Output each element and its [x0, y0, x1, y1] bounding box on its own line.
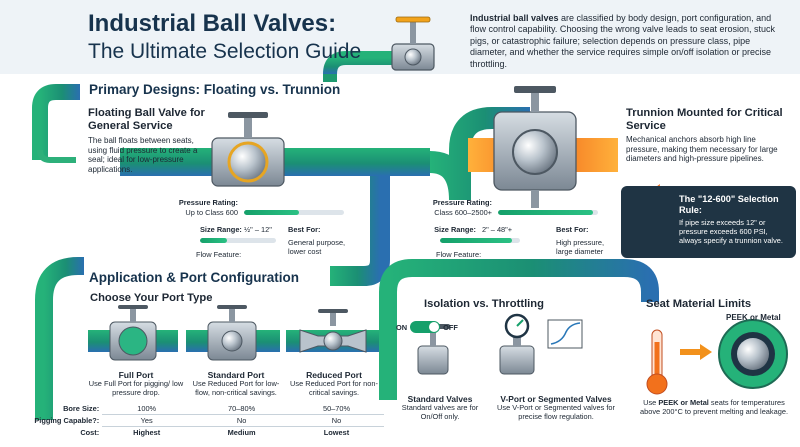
callout-title: The "12-600" Selection Rule: [679, 194, 779, 215]
floating-pressure-fill [244, 210, 299, 215]
table-divider [102, 414, 384, 415]
floating-description: The ball floats between seats, using flu… [88, 136, 198, 174]
reduced-port-name: Reduced Port [306, 370, 362, 380]
isolation-section-title: Isolation vs. Throttling [424, 298, 544, 310]
bore-size-label: Bore Size: [63, 404, 100, 413]
full-port-block: Full Port Use Full Port for pigging/ low… [86, 370, 186, 397]
table-divider [102, 426, 384, 427]
floating-best-label: Best For: [288, 225, 321, 234]
seat-desc-prefix: Use [643, 398, 659, 407]
trunnion-size-row: Size Range: 2" – 48"+ [434, 225, 526, 234]
floating-size-label: Size Range: [200, 225, 242, 234]
table-row: Pigging Capable?: Yes No No [30, 415, 384, 426]
table-row: Cost: Highest Medium Lowest [30, 427, 384, 438]
standard-valves-desc: Standard valves are for On/Off only. [401, 403, 479, 421]
reduced-port-block: Reduced Port Use Reduced Port for non-cr… [284, 370, 384, 397]
seat-desc: Use PEEK or Metal seats for temperatures… [634, 398, 794, 417]
trunnion-pressure-fill [498, 210, 593, 215]
floating-pressure-label: Pressure Rating: [178, 198, 238, 207]
standard-port-icon [186, 305, 280, 361]
trunnion-pressure-value: Class 600–2500+ [434, 208, 492, 217]
reduced-port-icon [286, 309, 380, 353]
peek-label: PEEK or Metal [726, 313, 781, 322]
callout-text: If pipe size exceeds 12" or pressure exc… [679, 218, 783, 245]
standard-port-name: Standard Port [207, 370, 265, 380]
reduced-port-desc: Use Reduced Port for non-critical saving… [290, 379, 378, 397]
vport-desc: Use V-Port or Segmented valves for preci… [497, 403, 615, 421]
vport-title: V-Port or Segmented Valves [500, 394, 612, 404]
seat-desc-bold: PEEK or Metal [658, 398, 709, 407]
primary-section-title: Primary Designs: Floating vs. Trunnion [86, 82, 344, 97]
vport-valve-icon [499, 313, 535, 375]
toggle-switch [410, 321, 441, 333]
thermometer-icon [646, 329, 668, 395]
trunnion-pressure-label: Pressure Rating: [432, 198, 492, 207]
toggle-on-label: ON [396, 322, 408, 332]
full-port-desc: Use Full Port for pigging/ low pressure … [88, 379, 184, 397]
floating-size-row: Size Range: ½" – 12" [200, 225, 284, 234]
trunnion-size-bar [440, 238, 520, 243]
trunnion-size-value: 2" – 48"+ [482, 225, 513, 234]
reduced-cost: Lowest [323, 428, 350, 437]
floating-specs: Pressure Rating: Up to Class 600 [158, 198, 348, 217]
floating-title: Floating Ball Valve for General Service [88, 107, 205, 132]
toggle-off-label: OFF [443, 322, 458, 332]
standard-pigging: No [236, 416, 247, 425]
floating-size-value: ½" – 12" [244, 225, 272, 234]
standard-cost: Medium [227, 428, 256, 437]
full-port-name: Full Port [118, 370, 154, 380]
floating-flow-label: Flow Feature: [196, 250, 242, 259]
intro-rest: are classified by body design, port conf… [470, 13, 775, 69]
floating-pressure-value: Up to Class 600 [185, 208, 238, 217]
page-title: Industrial Ball Valves: [88, 10, 337, 37]
pigging-label: Pigging Capable?: [34, 416, 100, 425]
standard-port-block: Standard Port Use Reduced Port for low-f… [186, 370, 286, 397]
valve-seat-icon [718, 319, 788, 389]
flow-chart-icon [547, 319, 583, 349]
intro-text: Industrial ball valves are classified by… [470, 13, 788, 70]
standard-valves-title: Standard Valves [407, 394, 473, 404]
seat-desc-suffix: seats for temperatures above 200°C to pr… [640, 398, 788, 416]
trunnion-size-fill [440, 238, 512, 243]
cost-label: Cost: [80, 428, 100, 437]
floating-best-value: General purpose, lower cost [288, 238, 346, 256]
full-port-icon [88, 305, 178, 361]
standard-valves-block: Standard Valves Standard valves are for … [396, 394, 484, 421]
on-off-toggle: ON OFF [396, 321, 458, 333]
vport-block: V-Port or Segmented Valves Use V-Port or… [490, 394, 622, 421]
full-pigging: Yes [140, 416, 153, 425]
full-cost: Highest [133, 428, 161, 437]
trunnion-pressure-bar [498, 210, 598, 215]
choose-port-title: Choose Your Port Type [90, 292, 213, 304]
standard-bore: 70–80% [228, 404, 256, 413]
trunnion-title: Trunnion Mounted for Critical Service [626, 107, 783, 132]
full-bore: 100% [137, 404, 157, 413]
port-comparison-table: Bore Size: 100% 70–80% 50–70% Pigging Ca… [30, 403, 384, 438]
reduced-pigging: No [331, 416, 342, 425]
seat-section-title: Seat Material Limits [646, 298, 752, 310]
floating-size-fill [200, 238, 227, 243]
trunnion-flow-label: Flow Feature: [436, 250, 482, 259]
floating-size-bar [200, 238, 276, 243]
trunnion-description: Mechanical anchors absorb high line pres… [626, 135, 778, 164]
floating-pressure-bar [244, 210, 344, 215]
trunnion-best-label: Best For: [556, 225, 589, 234]
page-subtitle: The Ultimate Selection Guide [88, 40, 362, 63]
table-row: Bore Size: 100% 70–80% 50–70% [30, 403, 384, 414]
selection-rule-callout: The "12-600" Selection Rule: If pipe siz… [621, 186, 796, 258]
trunnion-specs: Pressure Rating: Class 600–2500+ [412, 198, 612, 217]
reduced-bore: 50–70% [322, 404, 351, 413]
standard-port-desc: Use Reduced Port for low-flow, non-criti… [192, 379, 280, 397]
trunnion-best-value: High pressure, large diameter [556, 238, 605, 256]
ports-section-title: Application & Port Configuration [86, 270, 302, 285]
intro-bold: Industrial ball valves [470, 13, 559, 23]
trunnion-size-label: Size Range: [434, 225, 476, 234]
